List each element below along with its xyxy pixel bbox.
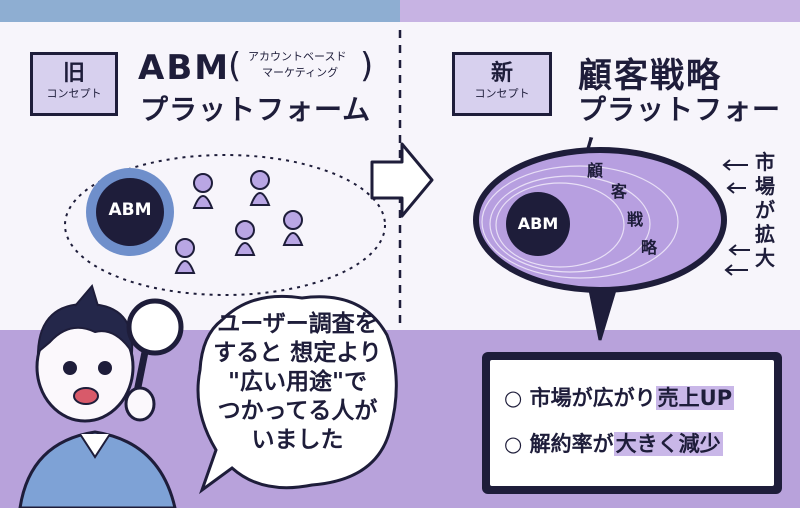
top-band-right [400, 0, 800, 22]
result-box-inner: ○ 市場が広がり売上UP ○ 解約率が大きく減少 [490, 360, 774, 486]
side-label-char-5: 大 [755, 246, 775, 270]
bullet-circle-1: ○ [504, 386, 530, 410]
speech-text: ユーザー調査を すると 想定より "広い用途"で つかってる人が いました [205, 310, 390, 455]
paren-close: ) [360, 46, 374, 86]
speech-bubble [196, 294, 398, 495]
ring-label-1: 顧 [587, 161, 604, 180]
speech-line-5: いました [251, 427, 344, 453]
speech-line-3: "広い用途"で [228, 369, 367, 395]
result-item-2-highlight: 大きく減少 [613, 432, 723, 456]
researcher-character [18, 283, 184, 508]
user-figure-1 [192, 173, 214, 209]
result-item-2: ○ 解約率が大きく減少 [504, 432, 723, 456]
old-title-note-1: アカウントベースド [248, 50, 347, 63]
ring-label-4: 略 [641, 238, 658, 257]
result-box: ○ 市場が広がり売上UP ○ 解約率が大きく減少 [482, 352, 782, 494]
result-item-1: ○ 市場が広がり売上UP [504, 386, 735, 410]
character-hair [36, 302, 134, 355]
speech-line-4: つかってる人が [217, 398, 378, 424]
new-abm-label: ABM [517, 214, 559, 233]
ring-label-3: 戦 [627, 210, 644, 229]
character-shirt [18, 430, 177, 508]
user-figures [174, 170, 304, 274]
old-concept-illustration [64, 154, 386, 296]
old-tag-sub: コンセプト [46, 87, 102, 100]
side-label-char-2: 場 [755, 174, 775, 198]
transition-arrow [370, 142, 434, 218]
user-figure-5 [174, 238, 196, 274]
box-pointer [588, 289, 617, 341]
new-title: 顧客戦略 [578, 56, 722, 96]
old-subtitle: プラットフォーム [140, 93, 372, 126]
magnifier-icon [126, 298, 184, 356]
user-figure-2 [249, 170, 271, 206]
abm-circle [96, 178, 164, 246]
old-title-note-2: マーケティング [262, 66, 339, 79]
result-item-1-highlight: 売上UP [655, 386, 735, 410]
new-concept-illustration [473, 147, 727, 341]
side-label-char-4: 拡 [755, 222, 775, 246]
old-title: ABM [138, 48, 231, 88]
old-concept-tag: 旧 コンセプト [30, 52, 118, 116]
expand-arrows [722, 159, 750, 276]
top-band-left [0, 0, 400, 22]
speech-line-1: ユーザー調査を [217, 311, 378, 337]
user-figure-3 [282, 210, 304, 246]
new-tag-sub: コンセプト [474, 87, 530, 100]
user-figure-4 [234, 220, 256, 256]
old-abm-label: ABM [108, 200, 152, 220]
ring-label-2: 客 [611, 182, 628, 201]
new-concept-tag: 新 コンセプト [452, 52, 552, 116]
new-tag-label: 新 [490, 61, 513, 86]
new-abm-circle [506, 192, 570, 256]
side-label-char-3: が [755, 198, 775, 222]
bullet-circle-2: ○ [504, 432, 530, 456]
old-tag-label: 旧 [62, 61, 85, 86]
paren-open: ( [228, 46, 242, 86]
speech-line-2: すると 想定より [213, 340, 382, 366]
side-label-char-1: 市 [755, 150, 775, 174]
